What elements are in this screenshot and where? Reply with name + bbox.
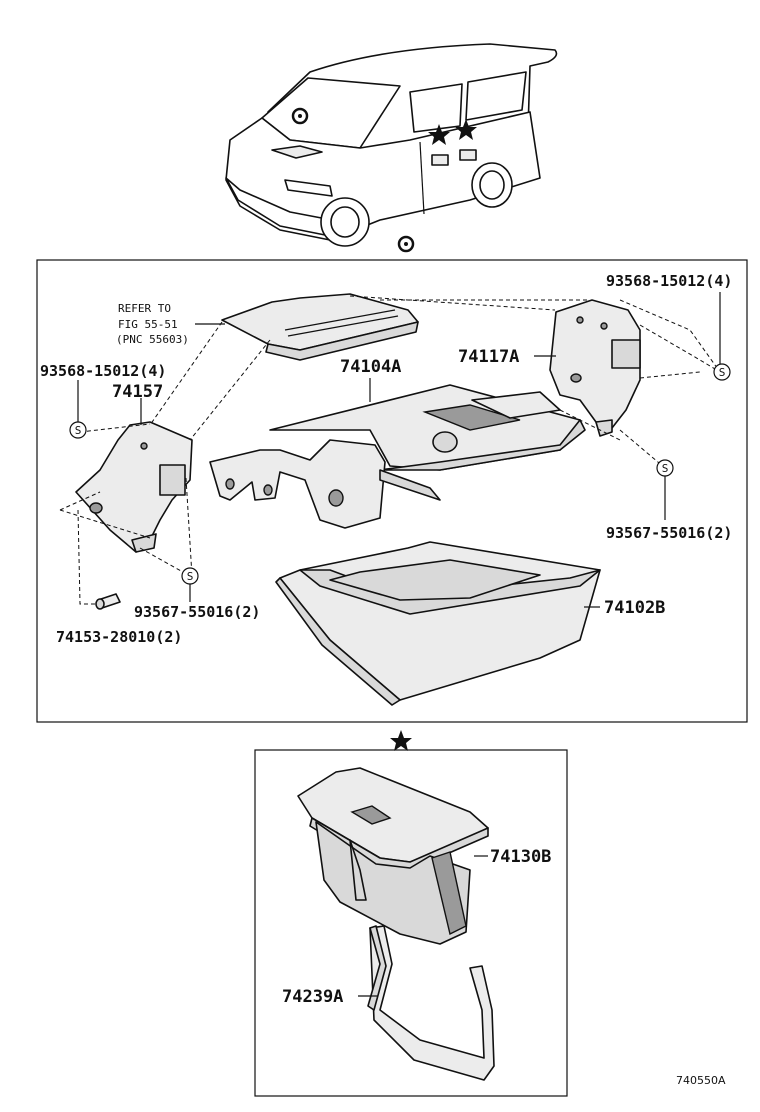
part-label-74117a: 74117A	[458, 347, 519, 367]
pin-74153	[95, 593, 121, 610]
target-circle-icon	[291, 107, 309, 125]
main-assembly-frame	[36, 259, 748, 723]
part-label-74157: 74157	[112, 382, 163, 402]
bracket-74117a	[549, 299, 641, 437]
target-circle-icon	[397, 235, 415, 253]
van-illustration	[225, 43, 558, 247]
bracket-74239a	[367, 925, 495, 1081]
console-box-74130b	[297, 767, 489, 945]
svg-text:S: S	[75, 424, 82, 437]
bracket-74157	[75, 421, 193, 553]
refer-label-line2: FIG 55-51	[118, 318, 178, 331]
glovebox-74102b	[275, 541, 601, 706]
svg-text:S: S	[187, 570, 194, 583]
svg-text:S: S	[719, 366, 726, 379]
star-icon	[390, 730, 412, 751]
screw-symbol-left-top: S	[69, 421, 87, 439]
refer-label-line3: (PNC 55603)	[116, 333, 189, 346]
part-label-74239a: 74239A	[282, 987, 343, 1007]
svg-text:S: S	[662, 462, 669, 475]
part-label-74102b: 74102B	[604, 598, 665, 618]
part-label-93568-left: 93568-15012(4)	[40, 362, 166, 380]
screw-symbol-right-top: S	[713, 363, 731, 381]
part-label-74130b: 74130B	[490, 847, 551, 867]
part-label-74153: 74153-28010(2)	[56, 628, 182, 646]
screw-symbol-left-bottom: S	[181, 567, 199, 585]
screw-symbol-right-bottom: S	[656, 459, 674, 477]
refer-tray-part	[221, 293, 419, 361]
panel-74104a	[209, 384, 586, 529]
leader-lines	[77, 292, 721, 608]
star-icon	[455, 119, 477, 140]
star-icon	[428, 124, 450, 145]
refer-label-line1: REFER TO	[118, 302, 171, 315]
diagram-code: 740550A	[676, 1074, 726, 1087]
part-label-93567-right: 93567-55016(2)	[606, 524, 732, 542]
console-assembly-frame	[254, 749, 568, 1097]
part-label-93567-left: 93567-55016(2)	[134, 603, 260, 621]
part-label-74104a: 74104A	[340, 357, 401, 377]
part-label-93568-right: 93568-15012(4)	[606, 272, 732, 290]
dashed-guides	[59, 295, 721, 605]
